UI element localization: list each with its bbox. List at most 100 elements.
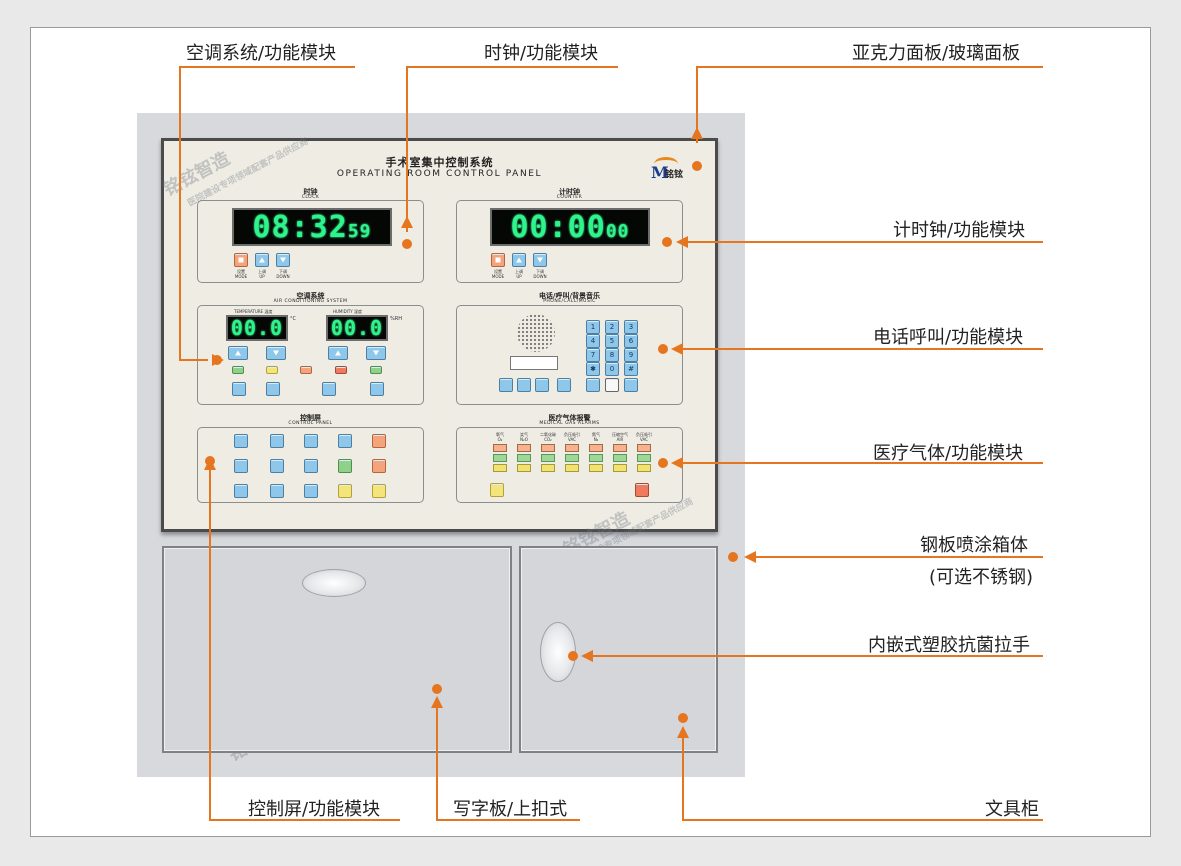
clock-mode-button[interactable] — [234, 253, 248, 267]
ac-button-1[interactable] — [232, 382, 246, 396]
gas-normal-indicator — [517, 454, 531, 462]
ctrl-btn-11[interactable] — [234, 484, 248, 498]
ctrl-btn-13[interactable] — [304, 484, 318, 498]
temperature-up-button[interactable] — [228, 346, 248, 360]
ac-indicator-4 — [335, 366, 347, 374]
ctrl-btn-1[interactable] — [234, 434, 248, 448]
phone-hold-button[interactable] — [605, 378, 619, 392]
counter-title-en: COUNTER — [556, 195, 583, 200]
gas-low-indicator — [541, 464, 555, 472]
control-panel: 手术室集中控制系统 OPERATING ROOM CONTROL PANEL M… — [161, 138, 718, 532]
ctrl-btn-7[interactable] — [270, 459, 284, 473]
control-screen-module: 控制屏 CONTROL PANEL — [197, 414, 424, 503]
ac-indicator-3 — [300, 366, 312, 374]
keypad-key-2[interactable]: 2 — [605, 320, 619, 334]
counter-down-button[interactable] — [533, 253, 547, 267]
label-air-module: 空调系统/功能模块 — [186, 43, 337, 64]
gas-reset-button[interactable] — [635, 483, 649, 497]
clock-up-button[interactable] — [255, 253, 269, 267]
logo-mark: M — [651, 163, 669, 182]
gas-high-indicator — [565, 444, 579, 452]
label-file-cabinet: 文具柜 — [985, 799, 1039, 820]
gas-high-indicator — [613, 444, 627, 452]
temperature-down-button[interactable] — [266, 346, 286, 360]
clock-down-button[interactable] — [276, 253, 290, 267]
humidity-up-button[interactable] — [328, 346, 348, 360]
brand-logo: M 铭铉 — [651, 154, 699, 182]
ctrl-btn-9[interactable] — [338, 459, 352, 473]
gas-normal-indicator — [565, 454, 579, 462]
label-clock-module: 时钟/功能模块 — [484, 43, 599, 64]
writing-board-handle[interactable] — [302, 569, 366, 597]
phone-func-3[interactable] — [535, 378, 549, 392]
ctrl-btn-3[interactable] — [304, 434, 318, 448]
keypad-key-5[interactable]: 5 — [605, 334, 619, 348]
keypad-key-hash[interactable]: # — [624, 362, 638, 376]
clock-title-en: CLOCK — [301, 195, 320, 200]
keypad-key-3[interactable]: 3 — [624, 320, 638, 334]
counter-small: 00 — [605, 220, 630, 242]
air-conditioning-module: 空调系统 AIR CONDITIONING SYSTEM TEMPERATURE… — [197, 292, 424, 405]
ac-button-2[interactable] — [266, 382, 280, 396]
keypad-key-0[interactable]: 0 — [605, 362, 619, 376]
ctrl-btn-8[interactable] — [304, 459, 318, 473]
counter-time: 00:00 — [510, 209, 606, 245]
keypad-key-8[interactable]: 8 — [605, 348, 619, 362]
ac-button-3[interactable] — [322, 382, 336, 396]
ctrl-btn-14[interactable] — [338, 484, 352, 498]
clock-time: 08:32 — [252, 209, 348, 245]
keypad-key-star[interactable]: ✱ — [586, 362, 600, 376]
label-handle: 内嵌式塑胶抗菌拉手 — [868, 635, 1030, 656]
label-cabinet-body-note: (可选不锈钢) — [929, 567, 1034, 588]
ctrl-btn-6[interactable] — [234, 459, 248, 473]
file-cabinet[interactable] — [519, 546, 718, 753]
dot-gas — [658, 458, 668, 468]
counter-up-button[interactable] — [512, 253, 526, 267]
phone-func-2[interactable] — [517, 378, 531, 392]
gas-column-name: 氮气 — [592, 432, 600, 437]
ctrl-btn-5[interactable] — [372, 434, 386, 448]
keypad-key-6[interactable]: 6 — [624, 334, 638, 348]
keypad-key-9[interactable]: 9 — [624, 348, 638, 362]
gas-column-code: AIR — [616, 437, 624, 442]
dot-file-cabinet — [678, 713, 688, 723]
humidity-down-button[interactable] — [366, 346, 386, 360]
phone-func-1[interactable] — [499, 378, 513, 392]
writing-board-cabinet[interactable] — [162, 546, 512, 753]
ac-button-4[interactable] — [370, 382, 384, 396]
label-panel-material: 亚克力面板/玻璃面板 — [852, 43, 1021, 64]
ctrl-btn-4[interactable] — [338, 434, 352, 448]
gas-column-name: 氧气 — [496, 432, 504, 437]
dot-counter — [662, 237, 672, 247]
keypad-key-7[interactable]: 7 — [586, 348, 600, 362]
phone-redial-button[interactable] — [624, 378, 638, 392]
gas-low-indicator — [613, 464, 627, 472]
keypad-key-1[interactable]: 1 — [586, 320, 600, 334]
phone-func-4[interactable] — [557, 378, 571, 392]
gas-column-code: N₂ — [593, 437, 599, 442]
keypad-key-4[interactable]: 4 — [586, 334, 600, 348]
ctrl-btn-2[interactable] — [270, 434, 284, 448]
gas-column-code: VAC — [640, 437, 648, 442]
gas-column-code: VAC — [568, 437, 576, 442]
counter-mode-button[interactable] — [491, 253, 505, 267]
phone-speaker-button[interactable] — [586, 378, 600, 392]
logo-arc-icon — [654, 157, 678, 171]
gas-silence-button[interactable] — [490, 483, 504, 497]
ctrl-btn-15[interactable] — [372, 484, 386, 498]
label-gas-module: 医疗气体/功能模块 — [873, 443, 1024, 464]
ctrl-btn-10[interactable] — [372, 459, 386, 473]
gas-column-code: CO₂ — [544, 437, 552, 442]
ctrl-btn-12[interactable] — [270, 484, 284, 498]
gas-column-name: 负压吸引 — [564, 432, 580, 437]
gas-column-code: O₂ — [497, 437, 503, 442]
